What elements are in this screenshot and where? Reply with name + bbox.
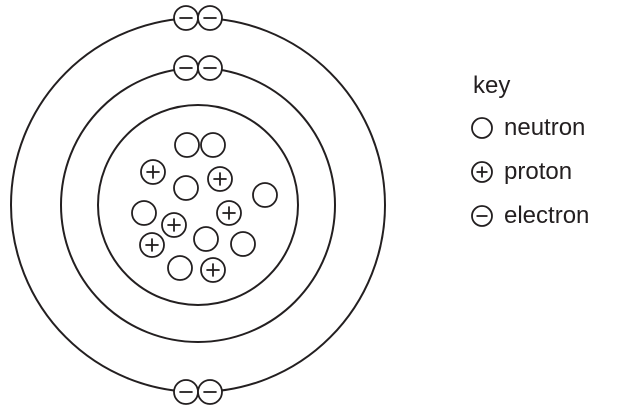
electrons — [174, 6, 222, 404]
legend-label-neutron: neutron — [504, 116, 585, 140]
legend-title: key — [473, 74, 510, 98]
electron — [174, 380, 198, 404]
electron-shells — [11, 18, 385, 392]
proton — [140, 233, 164, 257]
neutron — [231, 232, 255, 256]
legend-item-proton: proton — [470, 160, 572, 184]
middle-shell — [61, 68, 335, 342]
electron-icon — [470, 204, 494, 228]
legend-label-electron: electron — [504, 204, 589, 228]
legend-item-electron: electron — [470, 204, 589, 228]
proton — [141, 160, 165, 184]
neutron — [174, 176, 198, 200]
electron — [198, 56, 222, 80]
neutron — [201, 133, 225, 157]
neutron-icon — [470, 116, 494, 140]
neutron — [175, 133, 199, 157]
neutron — [194, 227, 218, 251]
legend-label-proton: proton — [504, 160, 572, 184]
neutron — [132, 201, 156, 225]
proton — [162, 213, 186, 237]
neutron — [168, 256, 192, 280]
proton — [201, 258, 225, 282]
legend-item-neutron: neutron — [470, 116, 585, 140]
electron — [198, 6, 222, 30]
neutron — [253, 183, 277, 207]
proton — [217, 201, 241, 225]
electron — [174, 6, 198, 30]
electron — [198, 380, 222, 404]
nucleus — [132, 133, 277, 282]
electron — [174, 56, 198, 80]
proton — [208, 167, 232, 191]
outer-shell — [11, 18, 385, 392]
proton-icon — [470, 160, 494, 184]
